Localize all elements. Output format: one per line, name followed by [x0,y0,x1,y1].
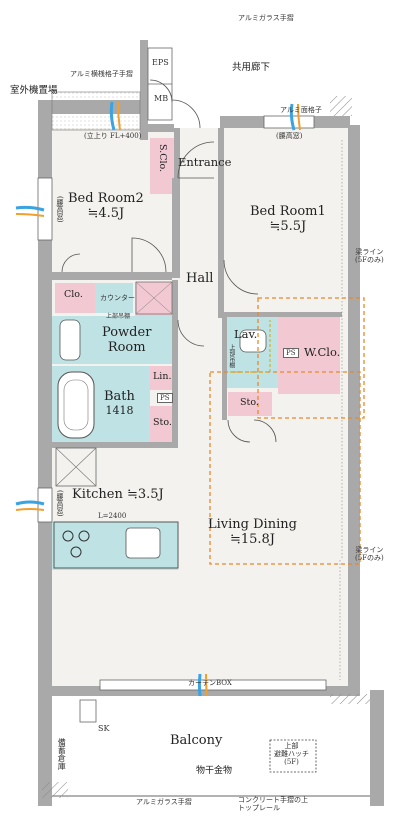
powder-name: Powder [102,325,152,340]
bedroom1-size: ≒5.5J [269,218,307,234]
bath-size: 1418 [105,403,134,417]
ps1-label: PS [157,393,173,404]
concrete-rail-text-2: トップレール [238,804,280,813]
glass-rail-bottom-label: アルミガラス手摺 [136,798,192,806]
stove [62,530,90,558]
bichiku-label: 備蓄倉庫 [57,738,67,770]
bath-name: Bath [104,389,135,404]
ps2-label: PS [283,348,299,359]
washer-space [135,281,173,315]
kitchen-name: Kitchen [72,487,123,502]
powder-sink [59,319,81,361]
doors [61,79,277,443]
clothes-rack-label: 物干金物 [196,766,233,776]
kitchen-counter-length: L=2400 [98,512,127,520]
bedroom2-size: ≒4.5J [87,205,125,221]
mb-label: MB [154,94,169,103]
clo-label: Clo. [64,289,83,300]
raised-note-1: (立上り FL+400) [84,132,142,140]
wclo-label: W.Clo. [304,345,341,359]
outdoor-unit-label: 室外機置場 [10,85,58,96]
bath-label: Bath 1418 [104,389,135,418]
beam-lines [339,140,343,680]
lav-storage-label: Sto. [240,397,259,408]
beam-line-2-note: (5Fのみ) [355,554,384,563]
concrete-rail-label: コンクリート手摺の上 トップレール [238,796,308,812]
kitchen-label: Kitchen ≒3.5J [72,487,164,503]
glass-rail-top-label: アルミガラス手摺 [238,14,294,22]
lattice-label: アルミ面格子 [280,106,322,114]
upper-shelf-lav: 上部吊棚 [227,344,235,368]
counter-area [95,283,133,313]
living-size: ≒15.8J [229,531,275,547]
hatch-text-3: (5F) [284,758,299,767]
beam-line-2: 梁ライン (5Fのみ) [355,546,384,562]
sclo-label: S.Clo. [156,144,168,173]
hatch-text-1: 上部 [284,742,299,750]
beam-line-2-text: 梁ライン [355,546,384,554]
beam-line-1: 梁ライン (5Fのみ) [355,248,384,264]
bedroom1-label: Bed Room1 ≒5.5J [250,204,326,235]
beam-regions [209,297,365,565]
bath-storage-area [150,406,174,442]
lav-storage-area [228,392,272,416]
beam-line-1-text: 梁ライン [355,248,384,256]
corridor-label: 共用廊下 [232,62,271,73]
bedroom2-label: Bed Room2 ≒4.5J [68,191,144,222]
linen-area [150,366,174,390]
entrance-label: Entrance [178,155,232,169]
hatched-walls [42,96,370,798]
kitchen-size: ≒3.5J [126,487,164,502]
hatch-text-2: 避難ハッチ [274,750,309,759]
sclo-area [150,138,176,194]
koshidaka-br2: (腰高窓) [56,196,65,223]
linen-label: Lin. [153,371,172,382]
fridge-space [55,447,97,487]
hatch [269,739,317,773]
bath-storage-label: Sto. [153,417,172,428]
upper-shelf-powder: 上部吊棚 [106,313,131,320]
lav-sink [239,329,267,353]
storage-area [135,282,173,316]
beam-line-1-note: (5Fのみ) [355,256,384,265]
closet-area [55,283,95,313]
sk-label: SK [98,724,110,733]
bedroom1-name: Bed Room1 [250,204,326,219]
living-name: Living Dining [208,517,297,532]
lattice-rail-label: アルミ横桟格子手摺 [70,70,133,78]
bedroom2-name: Bed Room2 [68,191,144,206]
living-label: Living Dining ≒15.8J [208,517,297,548]
sk-box [79,699,97,723]
curtain-box-label: カーテンBOX [188,679,232,687]
kitchen-counter [53,521,179,569]
powder-name2: Room [107,339,146,355]
hatch-label: 上部 避難ハッチ (5F) [274,742,309,766]
balcony-label: Balcony [170,733,223,748]
powder-label: Powder Room [102,325,152,356]
lav-label: Lav. [234,327,258,341]
counter-note: カウンター [100,294,135,302]
raised-note-2: (腰高窓) [276,132,303,140]
hall-label: Hall [186,271,214,286]
eps-label: EPS [152,58,169,67]
balcony-floor [52,696,370,800]
outdoor-unit-area [51,91,141,131]
concrete-rail-text-1: コンクリート手摺の上 [238,796,308,804]
kitchen-sink [125,527,161,559]
bathtub [57,371,95,439]
koshidaka-kitchen: (腰高窓) [56,490,65,517]
